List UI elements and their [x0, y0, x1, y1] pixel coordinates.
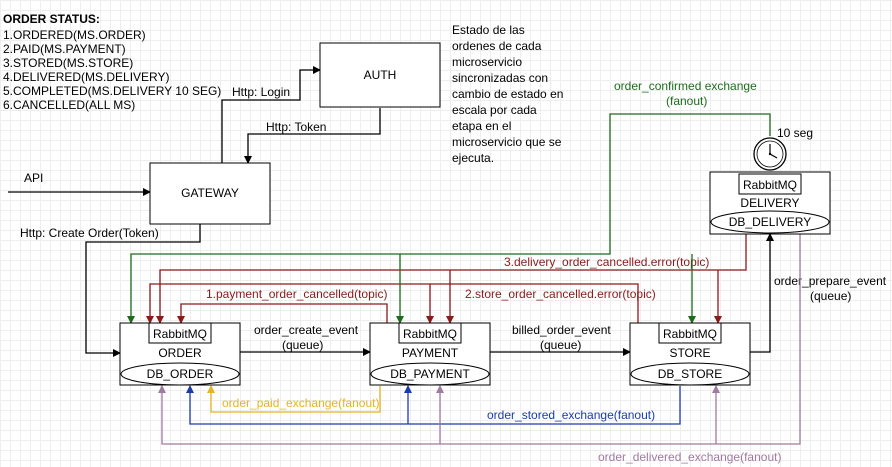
clock-icon: [753, 137, 787, 171]
token-connector: Http: Token: [244, 108, 381, 164]
http-token-label: Http: Token: [266, 120, 326, 134]
timer-label: 10 seg: [777, 126, 813, 140]
gateway-box: [149, 162, 271, 225]
billed-order-event-connector: billed_order_event (queue): [490, 323, 631, 356]
delivery-cancelled-arrow-order: [156, 234, 747, 324]
status-line-stored: 3.STORED(MS.STORE): [3, 56, 133, 70]
order-rabbitmq-label: RabbitMQ: [153, 327, 207, 341]
token-arrow: [244, 108, 381, 164]
store-rabbitmq-label: RabbitMQ: [663, 327, 717, 341]
store-label: STORE: [669, 346, 710, 360]
payment-order-cancelled-connector: 1.payment_order_cancelled(topic): [177, 287, 388, 324]
note-line: microservicio: [452, 55, 522, 69]
store-cancelled-arrow-order: [146, 283, 639, 324]
api-label: API: [24, 171, 43, 185]
api-connector: API: [8, 171, 151, 196]
order-prepare-event-connector: order_prepare_event (queue): [750, 233, 887, 353]
http-create-order-label: Http: Create Order(Token): [20, 226, 159, 240]
status-line-delivered: 4.DELIVERED(MS.DELIVERY): [3, 70, 170, 84]
timer: 10 seg: [753, 126, 813, 171]
login-connector: Http: Login: [221, 66, 321, 163]
gateway-label: GATEWAY: [181, 186, 239, 200]
payment-db-cylinder: [370, 362, 490, 386]
status-line-completed: 5.COMPLETED(MS.DELIVERY 10 SEG): [3, 84, 221, 98]
billed-order-event-label: billed_order_event: [512, 323, 611, 337]
order-confirmed-exchange-connector: order_confirmed exchange (fanout): [127, 79, 771, 324]
note-line: cambio de estado en: [452, 87, 563, 101]
order-delivered-exchange-label: order_delivered_exchange(fanout): [598, 450, 781, 464]
note-line: Estado de las: [452, 23, 525, 37]
delivery-db-label: DB_DELIVERY: [729, 215, 811, 229]
order-create-event-connector: order_create_event (queue): [240, 323, 371, 356]
order-prepare-event-label: order_prepare_event: [774, 274, 887, 288]
delivery-db-cylinder: [710, 210, 830, 234]
order-confirmed-exchange-type: (fanout): [666, 94, 707, 108]
order-delivered-exchange-connector: order_delivered_exchange(fanout): [158, 234, 801, 464]
store-node: RabbitMQ STORE DB_STORE: [629, 322, 751, 386]
store-order-cancelled-connector: 2.store_order_cancelled.error(topic): [146, 283, 656, 324]
order-paid-arrow: [207, 385, 381, 413]
order-delivered-arrow-order: [158, 234, 801, 445]
delivery-order-cancelled-connector: 3.delivery_order_cancelled.error(topic): [156, 234, 747, 324]
payment-db-label: DB_PAYMENT: [390, 367, 470, 381]
order-confirmed-exchange-label: order_confirmed exchange: [614, 79, 757, 93]
create-order-connector: Http: Create Order(Token): [20, 224, 201, 357]
auth-box: [319, 42, 441, 108]
order-label: ORDER: [158, 346, 202, 360]
order-prepare-event-type: (queue): [810, 289, 851, 303]
login-arrow: [221, 66, 321, 163]
order-confirmed-arrow-order: [127, 113, 771, 324]
payment-rabbitmq-label: RabbitMQ: [403, 327, 457, 341]
payment-cancelled-arrow: [177, 303, 388, 324]
order-stored-exchange-label: order_stored_exchange(fanout): [487, 408, 655, 422]
order-paid-exchange-label: order_paid_exchange(fanout): [222, 396, 379, 410]
order-create-event-label: order_create_event: [254, 323, 359, 337]
note-line: ordenes de cada: [452, 39, 542, 53]
order-status-panel: ORDER STATUS: 1.ORDERED(MS.ORDER) 2.PAID…: [3, 12, 221, 112]
delivery-label: DELIVERY: [740, 196, 799, 210]
note-line: microservicio que se: [452, 135, 562, 149]
order-paid-exchange-connector: order_paid_exchange(fanout): [207, 385, 381, 413]
status-line-ordered: 1.ORDERED(MS.ORDER): [3, 28, 146, 42]
note-line: escala por cada: [452, 103, 537, 117]
order-node: RabbitMQ ORDER DB_ORDER: [119, 322, 241, 386]
order-rabbitmq-box: [148, 322, 212, 344]
note-line: sincronizadas con: [452, 71, 548, 85]
order-prepare-event-arrow: [750, 233, 774, 353]
store-rabbitmq-box: [658, 322, 722, 344]
store-db-label: DB_STORE: [658, 367, 722, 381]
status-line-paid: 2.PAID(MS.PAYMENT): [3, 42, 126, 56]
sync-note: Estado de las ordenes de cada microservi…: [452, 23, 563, 165]
payment-node: RabbitMQ PAYMENT DB_PAYMENT: [369, 322, 491, 386]
billed-order-event-type: (queue): [540, 338, 581, 352]
order-stored-exchange-connector: order_stored_exchange(fanout): [186, 385, 681, 425]
delivery-node: RabbitMQ DELIVERY DB_DELIVERY: [709, 171, 831, 235]
http-login-label: Http: Login: [232, 85, 290, 99]
auth-node: AUTH: [319, 42, 441, 108]
order-stored-arrow-order: [186, 385, 681, 425]
order-status-title: ORDER STATUS:: [3, 12, 100, 26]
store-db-cylinder: [630, 362, 750, 386]
payment-label: PAYMENT: [402, 346, 459, 360]
payment-order-cancelled-label: 1.payment_order_cancelled(topic): [206, 287, 387, 301]
order-create-event-type: (queue): [282, 338, 323, 352]
delivery-rabbitmq-box: [738, 173, 802, 195]
payment-rabbitmq-box: [398, 322, 462, 344]
store-order-cancelled-label: 2.store_order_cancelled.error(topic): [465, 287, 656, 301]
delivery-order-cancelled-label: 3.delivery_order_cancelled.error(topic): [504, 255, 709, 269]
note-line: etapa en el: [452, 119, 511, 133]
note-line: ejecuta.: [452, 151, 494, 165]
gateway-node: GATEWAY: [149, 162, 271, 225]
order-db-cylinder: [120, 362, 240, 386]
status-line-cancelled: 6.CANCELLED(ALL MS): [3, 98, 135, 112]
delivery-rabbitmq-label: RabbitMQ: [743, 178, 797, 192]
create-order-arrow: [85, 224, 201, 357]
auth-label: AUTH: [364, 68, 397, 82]
order-db-label: DB_ORDER: [147, 367, 214, 381]
